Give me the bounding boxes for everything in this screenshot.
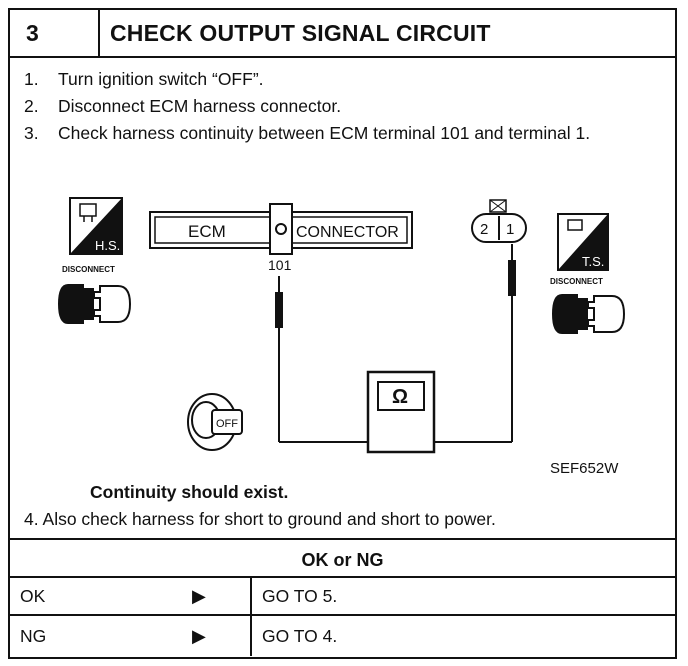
ignition-key-icon: OFF [187, 393, 243, 451]
result-heading: OK or NG [10, 538, 675, 578]
sensor-pin-2: 2 [480, 221, 488, 238]
continuity-note: Continuity should exist. [90, 482, 289, 502]
ohmmeter-icon: Ω [366, 370, 436, 454]
ohm-symbol: Ω [392, 386, 408, 408]
result-action-ng: GO TO 4. [250, 616, 337, 656]
instruction-step-3: 3.Check harness continuity between ECM t… [24, 123, 591, 143]
result-row-ok: OK ▶ GO TO 5. [10, 576, 675, 616]
ts-badge-icon: T.S. [557, 213, 609, 271]
connector-label: CONNECTOR [296, 224, 399, 241]
hs-badge-icon: H.S. [69, 197, 123, 255]
arrow-right-icon: ▶ [192, 626, 206, 646]
figure-reference-code: SEF652W [550, 460, 619, 477]
instruction-list: 1.Turn ignition switch “OFF”. 2.Disconne… [24, 66, 664, 147]
procedure-box: 3 CHECK OUTPUT SIGNAL CIRCUIT 1.Turn ign… [8, 8, 677, 659]
result-label-ng: NG [20, 626, 47, 646]
step-number: 3 [10, 10, 100, 56]
ecm-label: ECM [188, 222, 226, 241]
ecm-connector-icon: ECM CONNECTOR [149, 203, 413, 255]
disconnect-left-icon [58, 284, 132, 324]
arrow-right-icon: ▶ [192, 586, 206, 606]
instruction-step-4: 4. Also check harness for short to groun… [24, 509, 496, 529]
step-title: CHECK OUTPUT SIGNAL CIRCUIT [110, 20, 491, 46]
disconnect-label-right: DISCONNECT [550, 277, 603, 286]
step-header: 3 CHECK OUTPUT SIGNAL CIRCUIT [10, 10, 675, 58]
terminal-101-label: 101 [268, 257, 292, 273]
sensor-connector-icon: 2 1 [471, 199, 527, 243]
sensor-pin-1: 1 [506, 221, 514, 238]
hs-badge-label: H.S. [95, 238, 120, 253]
circuit-diagram: H.S. DISCONNECT ECM CONNECTOR 101 2 1 [58, 197, 626, 454]
result-label-ok: OK [20, 586, 46, 606]
instruction-step-2: 2.Disconnect ECM harness connector. [24, 96, 342, 116]
key-off-label: OFF [216, 418, 238, 430]
disconnect-label-left: DISCONNECT [62, 265, 115, 274]
instruction-step-1: 1.Turn ignition switch “OFF”. [24, 69, 264, 89]
disconnect-right-icon [552, 294, 626, 334]
result-row-ng: NG ▶ GO TO 4. [10, 616, 675, 656]
result-action-ok: GO TO 5. [250, 576, 337, 616]
ts-badge-label: T.S. [582, 254, 604, 269]
